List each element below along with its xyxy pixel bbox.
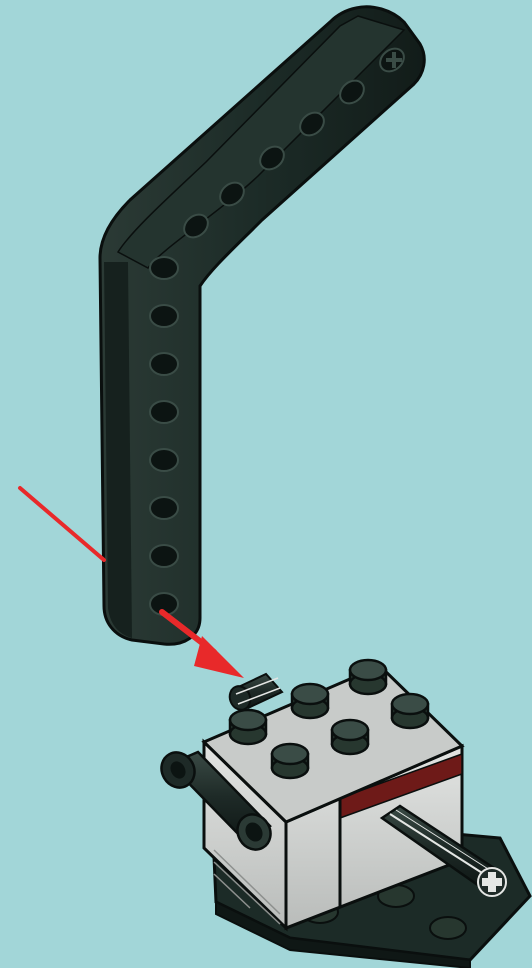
liftarm-side-edge [104,262,132,638]
